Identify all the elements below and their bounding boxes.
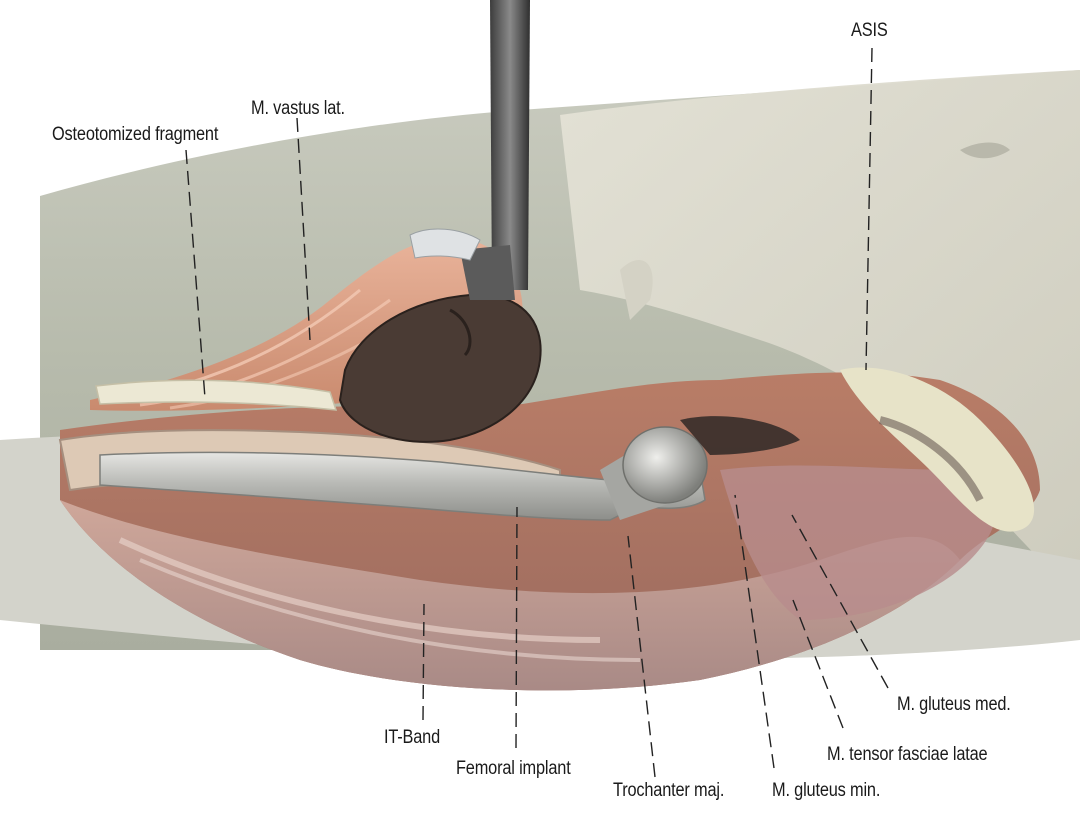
label-gluteus-medius: M. gluteus med.: [897, 694, 1011, 715]
label-femoral-implant: Femoral implant: [456, 758, 571, 779]
label-it-band: IT-Band: [384, 727, 441, 748]
label-vastus-lateralis: M. vastus lat.: [251, 98, 345, 119]
label-osteotomized-fragment: Osteotomized fragment: [52, 124, 219, 145]
label-trochanter-major: Trochanter maj.: [613, 780, 725, 801]
label-asis: ASIS: [851, 20, 888, 41]
label-tensor-fasciae-latae: M. tensor fasciae latae: [827, 744, 988, 765]
label-gluteus-minimus: M. gluteus min.: [772, 780, 881, 801]
